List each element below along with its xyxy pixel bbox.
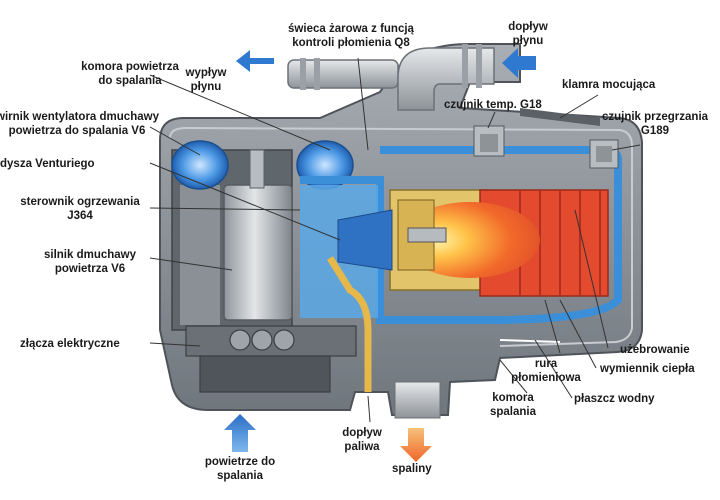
label-line: powietrza do spalania V6 (8, 125, 146, 137)
label-line: świeca żarowa z funcją (288, 23, 414, 35)
temp-sensor-g18 (473, 125, 505, 157)
label-heat-exchanger: wymiennik ciepła (600, 362, 695, 376)
label-temp-sensor: czujnik temp. G18 (444, 98, 542, 112)
label-line: kontroli płomienia Q8 (292, 37, 410, 49)
coolant-out-arrow (236, 50, 274, 72)
label-line: powietrze do (204, 456, 276, 468)
label-combustion-chamber: komora spalania (484, 391, 542, 419)
label-line: czujnik przegrzania (601, 111, 709, 123)
label-line: wypływ (185, 67, 227, 79)
label-fan-rotor: wirnik wentylatora dmuchawy powietrza do… (0, 110, 159, 138)
flame (400, 202, 540, 278)
label-exhaust: spaliny (392, 462, 432, 476)
label-line: komora (492, 392, 534, 404)
label-line: silnik dmuchawy (43, 249, 137, 261)
label-water-jacket: płaszcz wodny (574, 392, 655, 406)
label-line: spalania (489, 406, 537, 418)
label-line: płaszcz wodny (574, 393, 655, 405)
label-line: spalania (216, 470, 264, 482)
label-flame-tube: rura płomieniowa (508, 357, 584, 385)
label-electrical-connectors: złącza elektryczne (20, 337, 120, 351)
label-line: powietrza V6 (54, 263, 126, 275)
overheat-sensor-g189 (589, 139, 619, 169)
label-overheat-sensor: czujnik przegrzania G189 (592, 110, 718, 138)
label-mounting-clamp: klamra mocująca (562, 78, 655, 92)
label-line: dopływ (508, 21, 548, 33)
label-line: wymiennik ciepła (600, 363, 695, 375)
label-line: płomieniowa (511, 372, 581, 384)
label-finning: użebrowanie (620, 343, 690, 357)
label-line: dysza Venturiego (0, 158, 95, 170)
label-combustion-air: powietrze do spalania (202, 455, 278, 483)
label-coolant-out: wypływ płynu (178, 66, 234, 94)
label-line: rura (534, 358, 558, 370)
label-coolant-in: dopływ płynu (500, 20, 556, 48)
fan-rotor-left (171, 140, 229, 190)
leader-lines (149, 57, 641, 423)
label-line: J364 (67, 210, 93, 222)
label-line: G189 (640, 125, 670, 137)
label-line: klamra mocująca (562, 79, 656, 91)
label-heater-controller: sterownik ogrzewania J364 (18, 195, 142, 223)
blower-motor (223, 184, 293, 321)
label-line: płynu (190, 81, 222, 93)
fuel-line (327, 256, 372, 392)
label-line: płynu (512, 35, 544, 47)
label-line: sterownik ogrzewania (20, 196, 140, 208)
label-air-chamber: komora powietrza do spalania (74, 60, 186, 88)
air-in-arrow (224, 414, 256, 452)
label-fuel-supply: dopływ paliwa (334, 426, 390, 454)
label-glow-plug: świeca żarowa z funcją kontroli płomieni… (278, 22, 424, 50)
label-line: złącza elektryczne (20, 338, 120, 350)
label-line: dopływ (342, 427, 382, 439)
label-line: wirnik wentylatora dmuchawy (0, 111, 159, 123)
label-line: paliwa (344, 441, 380, 453)
label-blower-motor: silnik dmuchawy powietrza V6 (36, 248, 144, 276)
label-venturi-nozzle: dysza Venturiego (0, 157, 95, 171)
label-line: do spalania (98, 75, 162, 87)
label-line: komora powietrza (81, 61, 179, 73)
label-line: użebrowanie (620, 344, 690, 356)
exhaust-arrow (400, 428, 432, 462)
gear-assembly (185, 325, 357, 393)
label-line: czujnik temp. G18 (444, 99, 542, 111)
coolant-in-arrow (502, 48, 536, 78)
label-line: spaliny (392, 463, 432, 475)
